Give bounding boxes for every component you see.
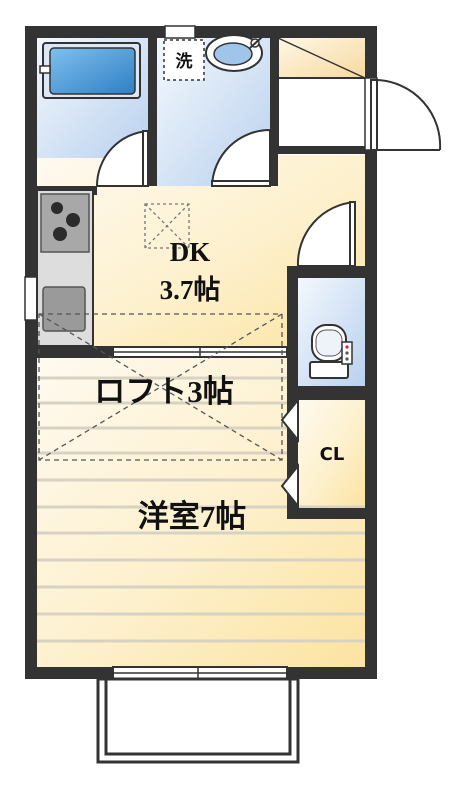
floor-board-lines [37, 376, 365, 643]
bathroom-door [95, 129, 149, 187]
closet-label: CL [320, 444, 345, 465]
window-left-kitchen [24, 276, 38, 321]
western-room-label: 洋室7帖 [138, 499, 247, 534]
bathtub [39, 42, 141, 99]
loft-sliding-track [112, 346, 288, 358]
loft-outline [38, 313, 283, 461]
dk-room-name: DK [170, 237, 211, 267]
toilet-door [296, 200, 356, 267]
entry-door [370, 79, 442, 158]
balcony [96, 677, 300, 764]
ceiling-hatch [144, 203, 190, 249]
dk-room-size: 3.7帖 [160, 275, 221, 305]
closet-floor [298, 400, 365, 508]
balcony-window [112, 666, 288, 680]
entrance-step [278, 78, 365, 150]
toilet [309, 324, 353, 379]
window-top-wash [164, 25, 196, 39]
entrance [277, 37, 366, 150]
washroom-door [210, 128, 271, 187]
wash-basin [205, 34, 263, 72]
laundry-label: 洗 [176, 51, 193, 72]
loft-label: ロフト3帖 [94, 374, 234, 409]
laundry-space: 洗 [163, 39, 205, 81]
closet-doors [280, 397, 299, 509]
kitchen-counter [36, 189, 94, 347]
